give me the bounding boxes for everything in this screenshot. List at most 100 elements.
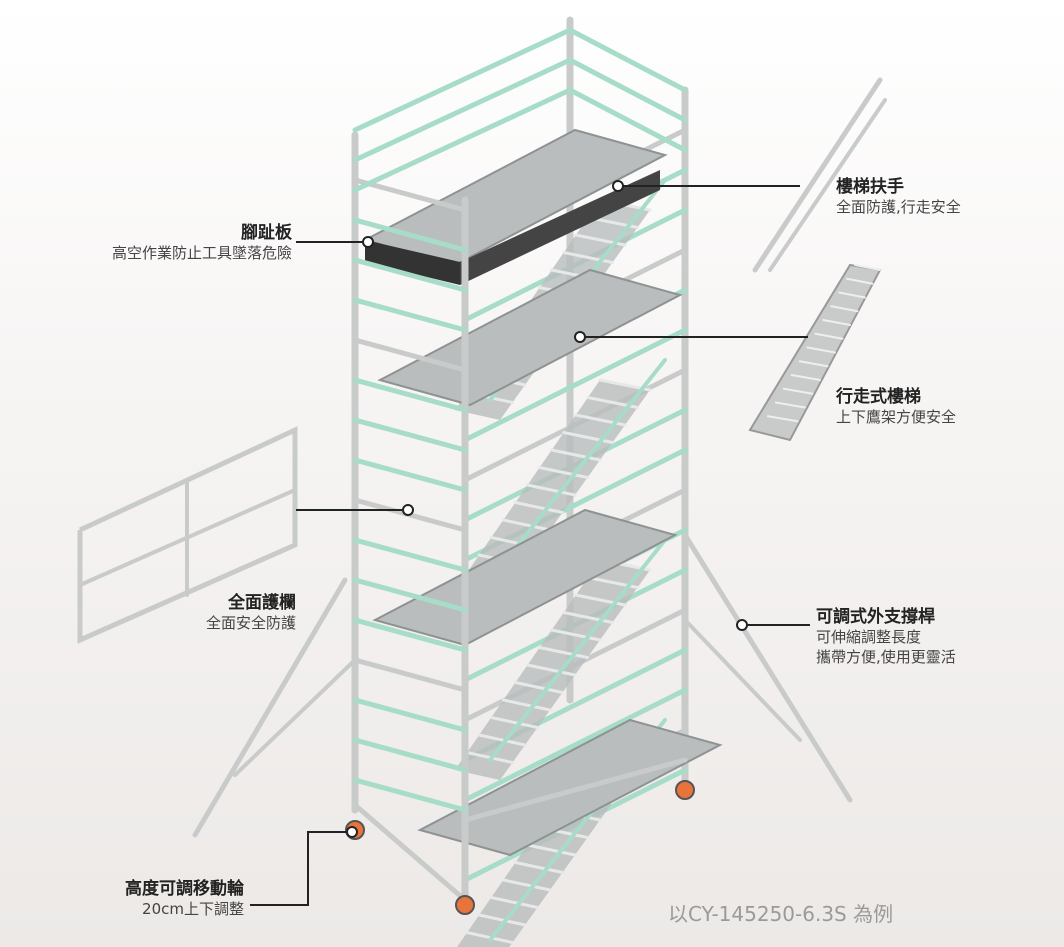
outrigger-brace-right: [683, 618, 802, 742]
front-rung: [352, 737, 468, 773]
outrigger-left: [192, 577, 348, 838]
stair-inset-tread: [790, 374, 821, 381]
stair-handrail: [488, 358, 667, 582]
handrail-inset: [752, 77, 883, 273]
stair-tread: [513, 681, 564, 694]
handrail-inset: [768, 98, 887, 272]
front-rung: [352, 217, 468, 253]
label-walk-stair: 行走式樓梯 上下鷹架方便安全: [836, 386, 956, 428]
stair-tread: [526, 663, 577, 677]
front-rung: [352, 577, 468, 613]
front-rung: [352, 657, 468, 693]
stair-tread: [562, 251, 614, 264]
leader-dot: [736, 619, 748, 631]
toe-board-desc: 高空作業防止工具墜落危險: [111, 244, 292, 263]
outrigger-brace-left: [233, 658, 357, 777]
leader-dot: [574, 331, 586, 343]
stair-inset-tread: [854, 264, 881, 271]
leader-line: [250, 831, 352, 906]
stair-tread: [501, 518, 552, 532]
stair-tread: [501, 698, 552, 712]
toe-board: [365, 240, 460, 285]
stair-tread: [489, 716, 539, 729]
stair-tread: [513, 501, 564, 514]
guardrail-top: [352, 87, 573, 193]
stair-tread: [562, 611, 614, 624]
front-rung: [352, 337, 468, 373]
toe-board: [460, 170, 660, 285]
stair-tread: [477, 913, 527, 927]
guardrail-top: [352, 27, 573, 133]
stair-handrail-desc: 全面防護,行走安全: [836, 198, 961, 217]
front-rung: [352, 177, 468, 213]
leader-dot: [612, 180, 624, 192]
label-toe-board: 腳趾板 高空作業防止工具墜落危險: [60, 222, 292, 264]
caster-title: 高度可調移動輪: [125, 879, 244, 899]
front-rung: [352, 257, 468, 293]
front-rung: [352, 297, 468, 333]
front-rung: [352, 457, 468, 493]
caster-desc: 20cm上下調整: [142, 900, 244, 919]
walk-stair-title: 行走式樓梯: [836, 387, 921, 407]
outrigger-desc-1: 可伸縮調整長度: [816, 628, 922, 647]
stair-handrail-title: 樓梯扶手: [836, 177, 904, 197]
platform-deck: [417, 718, 723, 857]
leader-dot: [346, 826, 358, 838]
guardrail-top: [567, 57, 688, 123]
caster-wheel: [675, 780, 695, 800]
stair-inset-tread: [814, 332, 844, 340]
stair-tread: [489, 896, 539, 909]
platform-deck: [372, 508, 678, 647]
model-caption: 以CY-145250-6.3S 為例: [668, 902, 894, 926]
label-outrigger: 可調式外支撐桿 可伸縮調整長度 攜帶方便,使用更靈活: [816, 606, 956, 667]
stair-inset-tread: [774, 401, 806, 409]
stair-tread: [550, 628, 602, 642]
guardrail-top: [567, 87, 688, 153]
label-stair-handrail: 樓梯扶手 全面防護,行走安全: [836, 176, 961, 218]
guardrail-top: [352, 57, 573, 163]
stair-inset-tread: [806, 346, 836, 354]
leader-dot: [402, 504, 414, 516]
outrigger-title: 可調式外支撐桿: [816, 607, 935, 627]
stair-tread: [501, 878, 552, 892]
stair-tread: [526, 843, 577, 857]
front-rung: [352, 697, 468, 733]
side-rung: [462, 327, 688, 443]
outrigger-right: [682, 532, 853, 803]
front-rung: [352, 617, 468, 653]
walk-stair-desc: 上下鷹架方便安全: [836, 408, 957, 427]
front-rung: [352, 537, 468, 573]
stair-tread: [538, 466, 589, 479]
stair-tread: [550, 448, 602, 462]
front-rung: [352, 777, 468, 813]
stair-inset-tread: [830, 305, 859, 313]
toe-board-title: 腳趾板: [241, 223, 292, 243]
front-rung: [352, 377, 468, 413]
guardrail-title: 全面護欄: [228, 593, 296, 613]
guardrail-desc: 全面安全防護: [205, 614, 296, 633]
stair-inset-tread: [822, 319, 851, 326]
platform-deck: [377, 268, 683, 407]
guardrail-top: [567, 27, 688, 93]
stair-tread: [526, 483, 577, 497]
stair-inset-tread: [782, 387, 814, 395]
stair-tread: [477, 733, 527, 747]
stair-inset-tread: [838, 291, 866, 299]
guardrail-panel: [77, 426, 298, 644]
outrigger-desc-2: 攜帶方便,使用更靈活: [816, 647, 956, 666]
stair-inset-tread: [766, 415, 799, 423]
label-caster: 高度可調移動輪 20cm上下調整: [60, 878, 244, 920]
label-guardrail: 全面護欄 全面安全防護: [150, 592, 296, 634]
stair-tread: [562, 431, 614, 444]
side-rung: [462, 687, 688, 803]
front-rung: [352, 417, 468, 453]
stair-handrail: [488, 538, 667, 762]
caster-wheel: [455, 895, 475, 915]
base-brace: [352, 802, 468, 903]
stair-tread: [538, 646, 589, 659]
stair-inset-tread: [798, 360, 829, 368]
stair-inset-tread: [846, 277, 874, 285]
base-brace: [462, 757, 688, 823]
stair-tread: [513, 861, 564, 874]
